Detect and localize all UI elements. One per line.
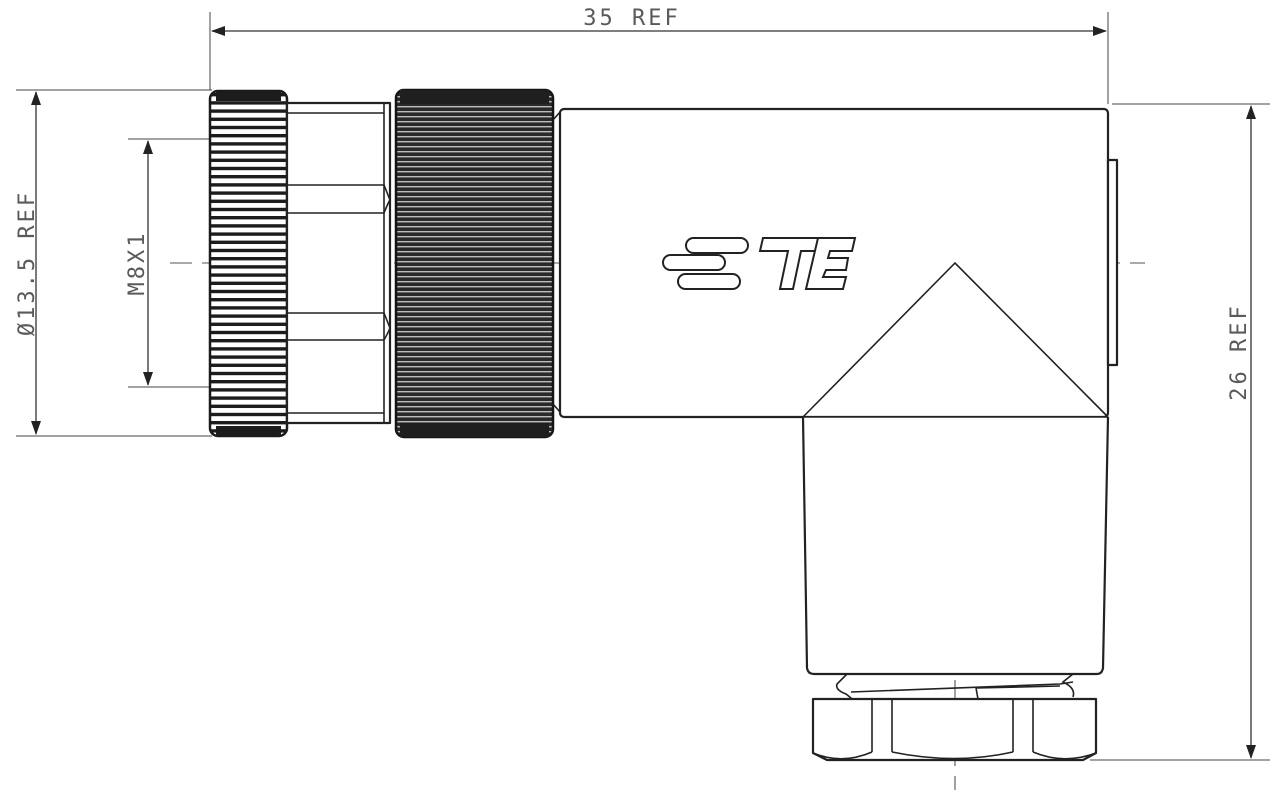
cable-gland-nut <box>811 697 1098 762</box>
dimension-overall-length: 35 REF <box>209 6 1109 104</box>
cable-exit-housing <box>801 416 1110 676</box>
knurled-coupling-ring <box>208 89 289 438</box>
te-logo <box>662 237 857 290</box>
hex-coupling-nut <box>285 101 392 425</box>
dimension-thread: M8X1 <box>125 138 212 388</box>
cable-gland-thread <box>835 673 1075 700</box>
dimension-label-diameter: Ø13.5 REF <box>15 190 40 336</box>
knurled-grip-ring <box>394 88 555 439</box>
dimension-label-thread: M8X1 <box>125 231 150 296</box>
dimension-coupling-diameter: Ø13.5 REF <box>15 89 212 437</box>
dimension-label-26-ref: 26 REF <box>1227 303 1252 400</box>
dimension-overall-height: 26 REF <box>1090 103 1270 761</box>
dimension-label-35-ref: 35 REF <box>583 6 680 31</box>
